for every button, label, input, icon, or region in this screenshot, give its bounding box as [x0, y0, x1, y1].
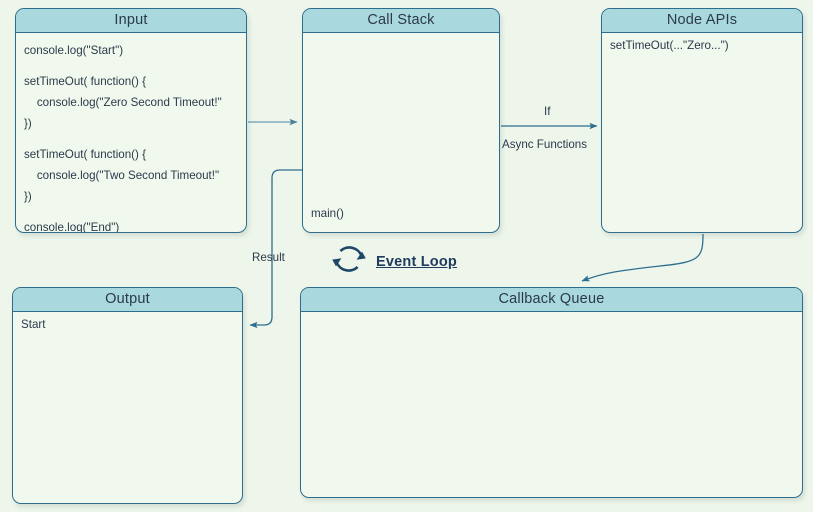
panel-call-stack-title: Call Stack — [303, 9, 499, 33]
panel-input-body: console.log("Start") setTimeOut( functio… — [16, 33, 246, 232]
edge-label-async-functions: Async Functions — [502, 138, 588, 151]
panel-output[interactable]: Output Start — [12, 287, 243, 504]
output-line: Start — [21, 318, 46, 331]
panel-node-apis-title: Node APIs — [602, 9, 802, 33]
panel-call-stack[interactable]: Call Stack main() — [302, 8, 500, 233]
panel-callback-queue-title: Callback Queue — [301, 288, 802, 312]
panel-node-apis[interactable]: Node APIs setTimeOut(..."Zero...") — [601, 8, 803, 233]
edge-label-if: If — [544, 105, 551, 118]
refresh-loop-icon — [330, 240, 368, 283]
panel-node-apis-body: setTimeOut(..."Zero...") — [602, 33, 802, 232]
panel-input[interactable]: Input console.log("Start") setTimeOut( f… — [15, 8, 247, 233]
code-line: console.log("Start") — [24, 44, 124, 57]
panel-output-title: Output — [13, 288, 242, 312]
code-line — [24, 207, 246, 217]
call-stack-frame: main() — [311, 207, 344, 221]
code-line: }) — [24, 190, 32, 203]
code-line — [24, 61, 246, 71]
edge-node-apis-to-callback-queue — [581, 233, 704, 282]
code-line: }) — [24, 117, 32, 130]
panel-callback-queue[interactable]: Callback Queue — [300, 287, 803, 498]
code-line: console.log("End") — [24, 221, 120, 233]
panel-callback-queue-body — [301, 312, 802, 497]
code-line: console.log("Zero Second Timeout!" — [24, 96, 222, 109]
panel-output-body: Start — [13, 312, 242, 503]
panel-call-stack-body: main() — [303, 33, 499, 232]
event-loop-label: Event Loop — [376, 253, 457, 270]
node-api-entry: setTimeOut(..."Zero...") — [610, 39, 729, 52]
code-line: setTimeOut( function() { — [24, 75, 146, 88]
event-loop-badge[interactable]: Event Loop — [330, 240, 457, 283]
code-line: setTimeOut( function() { — [24, 148, 146, 161]
edge-label-result: Result — [252, 251, 285, 264]
code-line: console.log("Two Second Timeout!" — [24, 169, 220, 182]
panel-input-title: Input — [16, 9, 246, 33]
code-line — [24, 134, 246, 144]
edge-call-stack-to-output — [249, 169, 302, 329]
